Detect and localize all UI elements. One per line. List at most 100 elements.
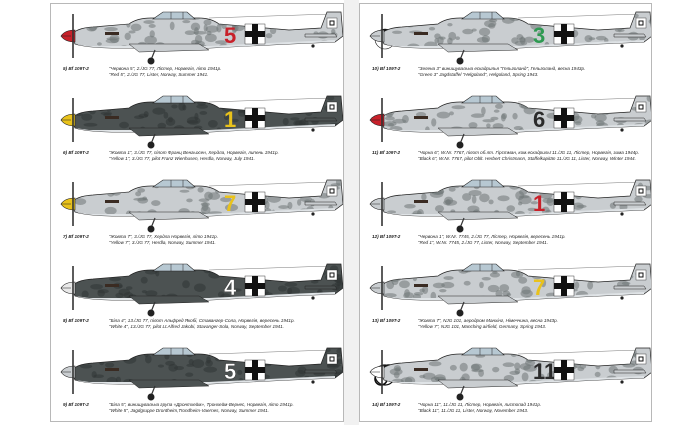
profile-number: 13) Bf 109T-2 xyxy=(372,318,401,323)
profile-entry: 6 11) Bf 109T-2"Чорна 6", W.Nr. 7767, пі… xyxy=(360,90,651,172)
tail-marking xyxy=(635,17,647,29)
caption-ukrainian: "Чорна 11", 11./JG 11, Лістер, Норвегія,… xyxy=(418,402,542,407)
spinner xyxy=(369,113,385,127)
tailplane xyxy=(304,369,338,374)
caption-ukrainian: "Зелена 3" винищувальна ескадрилья "Гель… xyxy=(418,66,586,71)
exhaust-stacks xyxy=(105,368,119,371)
exhaust-stacks xyxy=(105,32,119,35)
antenna-wire xyxy=(208,181,332,187)
balkenkreuz-horizontal xyxy=(554,31,574,37)
caption-ukrainian: "Біла 4", 13./JG 77, пілот Альфред Якобі… xyxy=(109,318,295,323)
profile-number: 10) Bf 109T-2 xyxy=(372,66,401,71)
wing xyxy=(437,127,519,137)
tail-wheel xyxy=(311,380,315,384)
main-wheel xyxy=(456,57,464,65)
spinner xyxy=(369,365,385,379)
profile-caption: 14) Bf 109T-2"Чорна 11", 11./JG 11, Ліст… xyxy=(372,402,648,414)
caption-english: "Black 11", 11./JG 11, Lister, Norway, N… xyxy=(418,408,529,414)
tail-marking xyxy=(326,353,338,365)
canopy xyxy=(461,179,505,188)
profile-number: 11) Bf 109T-2 xyxy=(372,150,400,155)
balkenkreuz-horizontal xyxy=(245,115,265,121)
tail-marking-emblem xyxy=(329,272,335,278)
wing xyxy=(128,379,210,389)
canopy xyxy=(152,263,196,272)
balkenkreuz-horizontal xyxy=(245,283,265,289)
main-wheel xyxy=(456,141,464,149)
antenna-wire xyxy=(517,13,641,19)
balkenkreuz-horizontal xyxy=(554,115,574,121)
balkenkreuz-horizontal xyxy=(245,31,265,37)
caption-ukrainian: "Жовта 1", 3./JG 77, пілот Франц Венгьос… xyxy=(109,150,279,155)
profile-entry: 7 13) Bf 109T-2 "Жовта 7", NJG 101, аерод… xyxy=(360,258,651,340)
canopy xyxy=(461,95,505,104)
canopy xyxy=(461,347,505,356)
canopy xyxy=(461,263,505,272)
caption-ukrainian: "Жовта 7", 3./JG 77, Хердла Норвегія, лі… xyxy=(109,234,218,239)
tail-wheel xyxy=(311,212,315,216)
tail-marking-emblem xyxy=(329,188,335,194)
tail-wheel xyxy=(620,212,624,216)
tail-marking-emblem xyxy=(329,20,335,26)
balkenkreuz-horizontal xyxy=(554,367,574,373)
right-page: 3 10) Bf 109T-2 "Зелена 3" винищувальна е… xyxy=(359,3,652,422)
aircraft-profile-illustration: 6 xyxy=(369,95,651,149)
spinner xyxy=(60,29,76,43)
profile-caption: 13) Bf 109T-2 "Жовта 7", NJG 101, аеродро… xyxy=(372,318,648,330)
profile-entry: 1 6) Bf 109T-2"Жовта 1", 3./JG 77, пілот… xyxy=(51,90,343,172)
exhaust-stacks xyxy=(105,116,119,119)
profile-entry: 5 5) Bf 109T-2"Червона 5", 2./JG 77, Ліс… xyxy=(51,6,343,88)
main-wheel xyxy=(456,393,464,401)
main-wheel xyxy=(147,393,155,401)
caption-english: "White 5", Jagdgruppe Drontheim,Trondhei… xyxy=(109,408,269,414)
fuselage-number: 11 xyxy=(533,359,556,384)
tail-marking xyxy=(326,101,338,113)
aircraft-profile-illustration: 7 xyxy=(369,263,651,317)
caption-ukrainian: "Червона 5", 2./JG 77, Лістер, Норвегія,… xyxy=(109,66,222,71)
tail-marking-emblem xyxy=(638,188,644,194)
canopy xyxy=(152,179,196,188)
profile-number: 5) Bf 109T-2 xyxy=(63,66,89,71)
wing xyxy=(128,43,210,53)
caption-english: "Yellow 7", 3./JG 77, Herdla, Norway, Su… xyxy=(109,240,216,246)
antenna-wire xyxy=(517,97,641,103)
antenna-wire xyxy=(208,265,332,271)
tailplane xyxy=(304,117,338,122)
caption-ukrainian: "Червона 1", W.Nr. 7745, 2./JG 77, Лісте… xyxy=(418,234,566,239)
aircraft-profile-illustration: 7 xyxy=(60,179,343,233)
profile-caption: 7) Bf 109T-2"Жовта 7", 3./JG 77, Хердла … xyxy=(63,234,339,246)
canopy xyxy=(152,347,196,356)
tailplane xyxy=(304,285,338,290)
canopy xyxy=(461,11,505,20)
tail-marking xyxy=(635,185,647,197)
tail-wheel xyxy=(311,128,315,132)
antenna-wire xyxy=(517,265,641,271)
tail-wheel xyxy=(620,380,624,384)
caption-english: "Black 6", W.Nr. 7767, pilot Oblt. Herbe… xyxy=(418,156,636,162)
caption-ukrainian: "Жовта 7", NJG 101, аеродром Манхінг, Ні… xyxy=(418,318,558,323)
profile-caption: 10) Bf 109T-2 "Зелена 3" винищувальна еск… xyxy=(372,66,648,78)
spinner xyxy=(369,197,385,211)
profile-entry: 1 12) Bf 109T-2"Червона 1", W.Nr. 7745, … xyxy=(360,174,651,256)
antenna-wire xyxy=(208,13,332,19)
profile-caption: 5) Bf 109T-2 "Червона 5", 2./JG 77, Лісте… xyxy=(63,66,339,78)
tail-wheel xyxy=(620,296,624,300)
fuselage-number: 1 xyxy=(533,191,545,216)
profile-caption: 8) Bf 109T-2"Біла 4", 13./JG 77, пілот А… xyxy=(63,318,339,330)
profile-caption: 6) Bf 109T-2 "Жовта 1", 3./JG 77, пілот Ф… xyxy=(63,150,339,162)
profile-entry: 4 8) Bf 109T-2"Біла 4", 13./JG 77, пілот… xyxy=(51,258,343,340)
tail-marking-emblem xyxy=(638,356,644,362)
antenna-wire xyxy=(517,181,641,187)
main-wheel xyxy=(456,309,464,317)
tail-wheel xyxy=(311,296,315,300)
canopy xyxy=(152,95,196,104)
aircraft-profile-illustration: 3 xyxy=(369,11,651,65)
tail-marking xyxy=(326,17,338,29)
main-wheel xyxy=(147,309,155,317)
spinner xyxy=(60,113,76,127)
tail-wheel xyxy=(311,44,315,48)
caption-english: "Red 5", 2./JG 77, Lister, Norway, Summe… xyxy=(109,72,209,78)
tail-marking xyxy=(635,353,647,365)
profile-number: 6) Bf 109T-2 xyxy=(63,150,89,155)
aircraft-profile-illustration: 4 xyxy=(60,263,343,317)
